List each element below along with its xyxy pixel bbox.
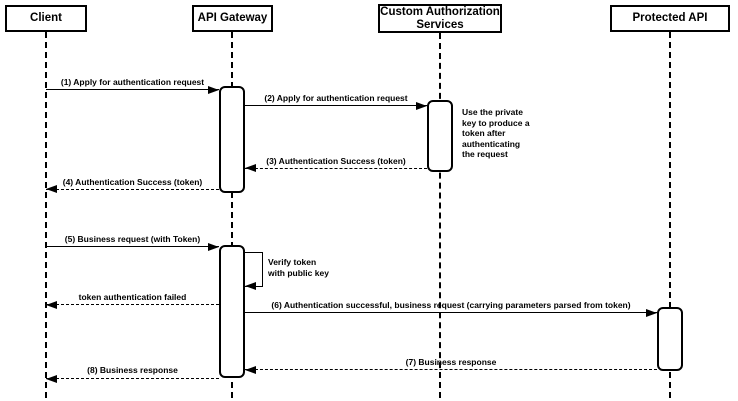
activation-protected-api [657,307,683,371]
message-5-label: (5) Business request (with Token) [64,234,201,244]
message-7-arrowhead-icon [245,365,256,374]
note-private-key: Use the private key to produce a token a… [462,107,530,159]
participant-client-label: Client [30,12,62,24]
message-3-label: (3) Authentication Success (token) [266,156,406,166]
message-6-arrowhead-icon [646,308,657,317]
message-6-label: (6) Authentication successful, business … [271,300,631,310]
message-8-label: (8) Business response [87,365,178,375]
message-2-arrowhead-icon [416,101,427,110]
message-3-line [245,168,427,169]
participant-client: Client [5,5,87,32]
message-1-arrowhead-icon [208,85,219,94]
lifeline-custom-auth [439,33,441,398]
participant-custom-auth: Custom Authorization Services [378,4,502,33]
message-5-line [46,246,219,247]
activation-api-gateway-2 [219,245,245,378]
message-token-failed-arrowhead-icon [46,300,57,309]
message-8-arrowhead-icon [46,374,57,383]
message-2-line [245,105,427,106]
lifeline-protected-api [669,32,671,398]
message-3-arrowhead-icon [245,163,256,172]
message-2-label: (2) Apply for authentication request [264,93,408,103]
participant-api-gateway-label: API Gateway [197,12,268,24]
message-token-failed-label: token authentication failed [78,292,187,302]
message-4-line [46,189,219,190]
message-1-label: (1) Apply for authentication request [60,77,205,87]
message-7-line [245,369,657,370]
participant-api-gateway: API Gateway [192,5,273,32]
message-5-arrowhead-icon [208,242,219,251]
activation-custom-auth [427,100,453,172]
participant-protected-api: Protected API [610,5,730,32]
message-1-line [46,89,219,90]
lifeline-client [45,32,47,398]
self-message-verify-token-label: Verify token with public key [268,257,329,278]
message-token-failed-line [46,304,219,305]
message-4-label: (4) Authentication Success (token) [62,177,203,187]
self-message-verify-token-arrowhead-icon [245,281,256,290]
participant-custom-auth-label: Custom Authorization Services [380,5,500,31]
lifeline-api-gateway [231,32,233,398]
message-8-line [46,378,219,379]
message-7-label: (7) Business response [405,357,497,367]
message-6-line [245,312,657,313]
message-4-arrowhead-icon [46,184,57,193]
activation-api-gateway-1 [219,86,245,193]
participant-protected-api-label: Protected API [632,12,708,24]
